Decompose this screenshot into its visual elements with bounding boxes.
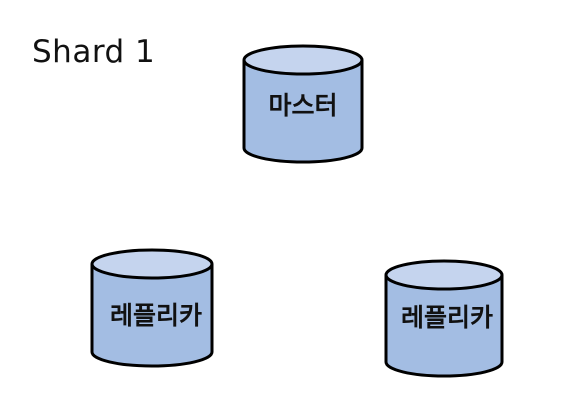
replica-database-right: 레플리카 bbox=[384, 259, 504, 378]
master-label: 마스터 bbox=[268, 91, 337, 120]
master-cylinder-body bbox=[242, 60, 364, 164]
replica-database-left: 레플리카 bbox=[90, 248, 214, 368]
replica-left-cylinder-body bbox=[90, 264, 214, 368]
replica-right-cylinder-body bbox=[384, 275, 504, 378]
shard-title: Shard 1 bbox=[32, 34, 156, 70]
master-cylinder-top bbox=[242, 44, 364, 76]
replica-right-cylinder-top bbox=[384, 259, 504, 291]
replica-right-label: 레플리카 bbox=[401, 303, 493, 332]
replica-left-cylinder-top bbox=[90, 248, 214, 280]
master-database: 마스터 bbox=[242, 44, 364, 164]
replica-left-label: 레플리카 bbox=[110, 301, 202, 330]
